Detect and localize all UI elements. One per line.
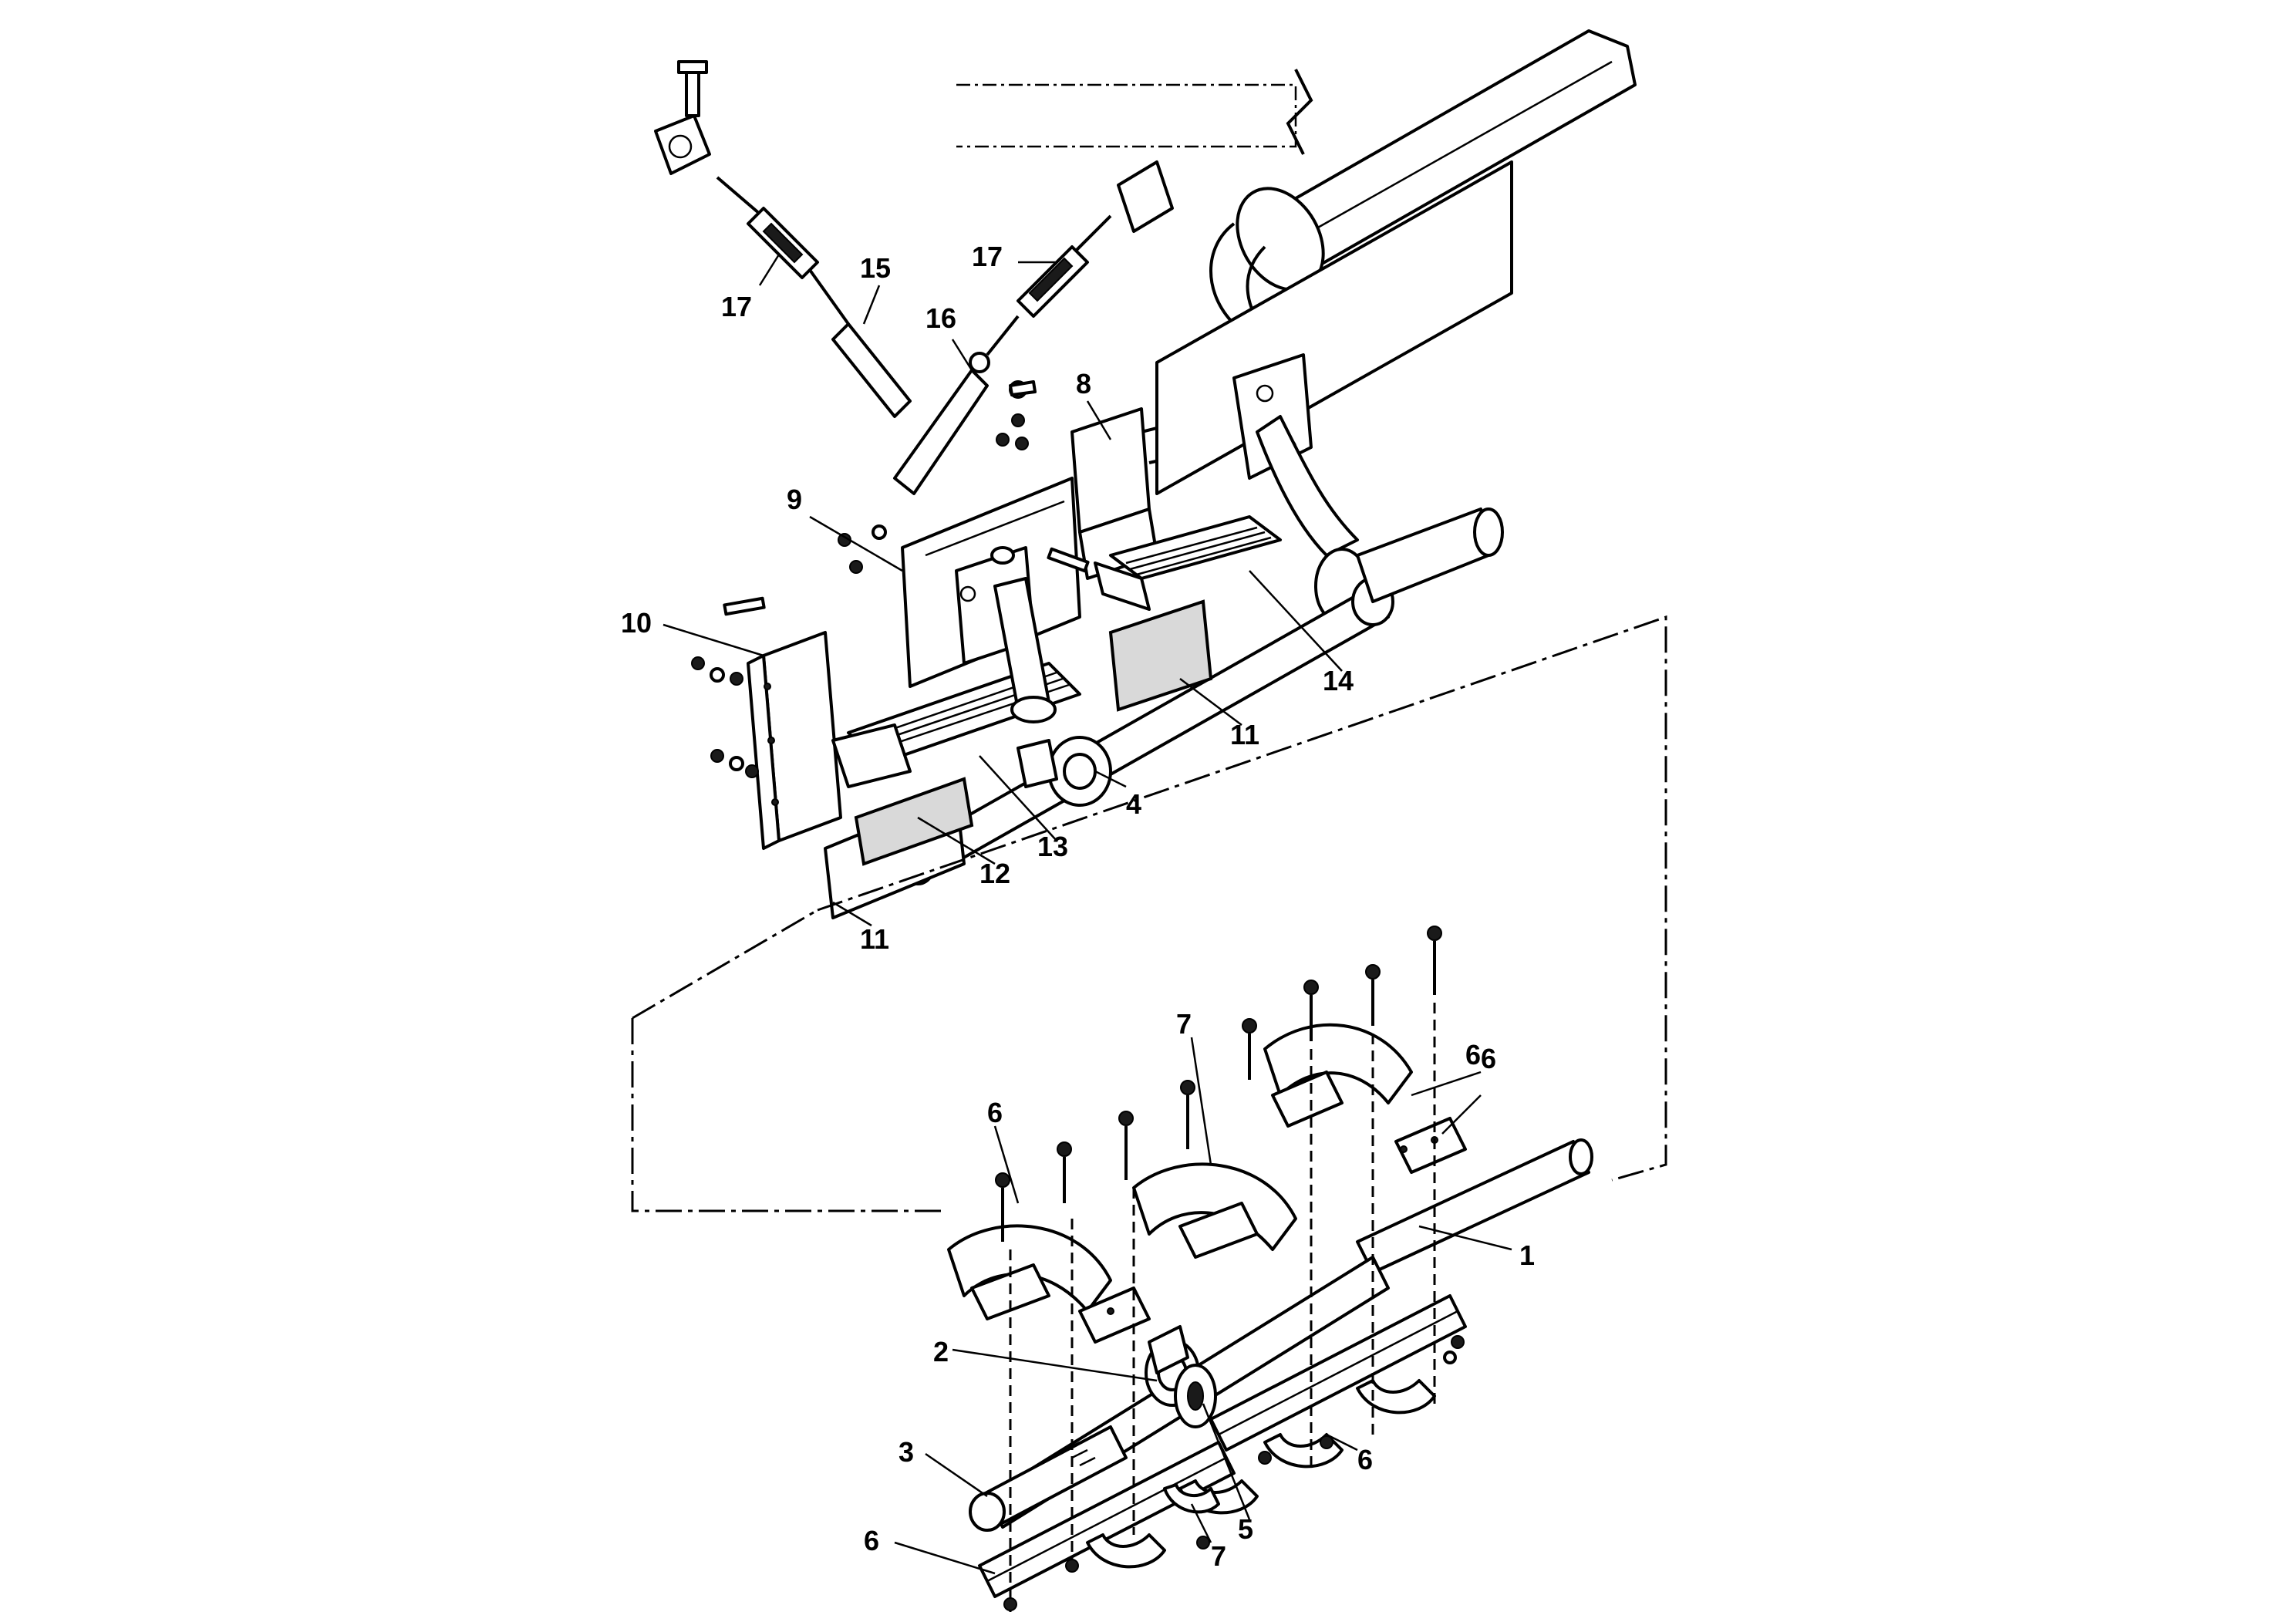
callout-6-top-right-b: 6: [1465, 1039, 1481, 1071]
footrest-platform-14: [1094, 515, 1282, 611]
end-plate-10: [747, 631, 842, 850]
bolts-lower: [995, 926, 1465, 1612]
tube-3: [969, 1425, 1128, 1532]
support-plate-right: [1232, 353, 1370, 625]
lift-arm-assembly: [831, 322, 1037, 495]
assembly-reference-line: [631, 615, 1667, 1212]
callout-13: 13: [1037, 831, 1068, 862]
callout-15: 15: [860, 252, 891, 284]
callout-9: 9: [787, 484, 802, 515]
callout-12: 12: [979, 858, 1010, 889]
callout-labels: 17 15 17 16 8 9 10 14 11 4 13 12 11 7 6 …: [621, 241, 1535, 1572]
callout-5: 5: [1238, 1513, 1253, 1545]
callout-7-top: 7: [1176, 1008, 1192, 1040]
side-plate-9: [901, 477, 1081, 688]
callout-14: 14: [1323, 665, 1354, 696]
auger-flight-6-top: [1263, 1023, 1467, 1174]
callout-17-right: 17: [972, 241, 1003, 272]
callout-6-bottom-right: 6: [1357, 1444, 1373, 1475]
callout-3: 3: [899, 1436, 914, 1468]
auger-flight-7-mid: [1132, 1162, 1297, 1259]
callout-4: 4: [1126, 788, 1141, 820]
callout-6-top-left: 6: [987, 1097, 1003, 1128]
callout-2: 2: [933, 1336, 949, 1367]
turnbuckle-left: [654, 60, 850, 325]
callout-1: 1: [1519, 1239, 1535, 1271]
callout-17-left: 17: [721, 291, 752, 322]
callout-11-right: 11: [1230, 719, 1259, 750]
small-clip-7: [1163, 1483, 1220, 1514]
callout-16: 16: [925, 302, 956, 334]
callout-11-left: 11: [860, 923, 889, 955]
callout-8: 8: [1076, 368, 1091, 400]
cylinder-pedal-link: [993, 577, 1057, 723]
turnbuckle-right: [969, 160, 1174, 373]
half-flights-lower: [978, 1294, 1467, 1598]
auger-flight-6-left: [947, 1224, 1151, 1344]
callout-10: 10: [621, 607, 652, 639]
callout-7-bottom: 7: [1211, 1540, 1226, 1572]
hardware-fasteners-left: [691, 413, 1090, 778]
bushing-4: [1017, 736, 1112, 807]
leader-lines: [663, 254, 1512, 1575]
callout-6-top-right-a: 6: [1481, 1043, 1496, 1074]
callout-6-bottom-left: 6: [864, 1525, 879, 1556]
